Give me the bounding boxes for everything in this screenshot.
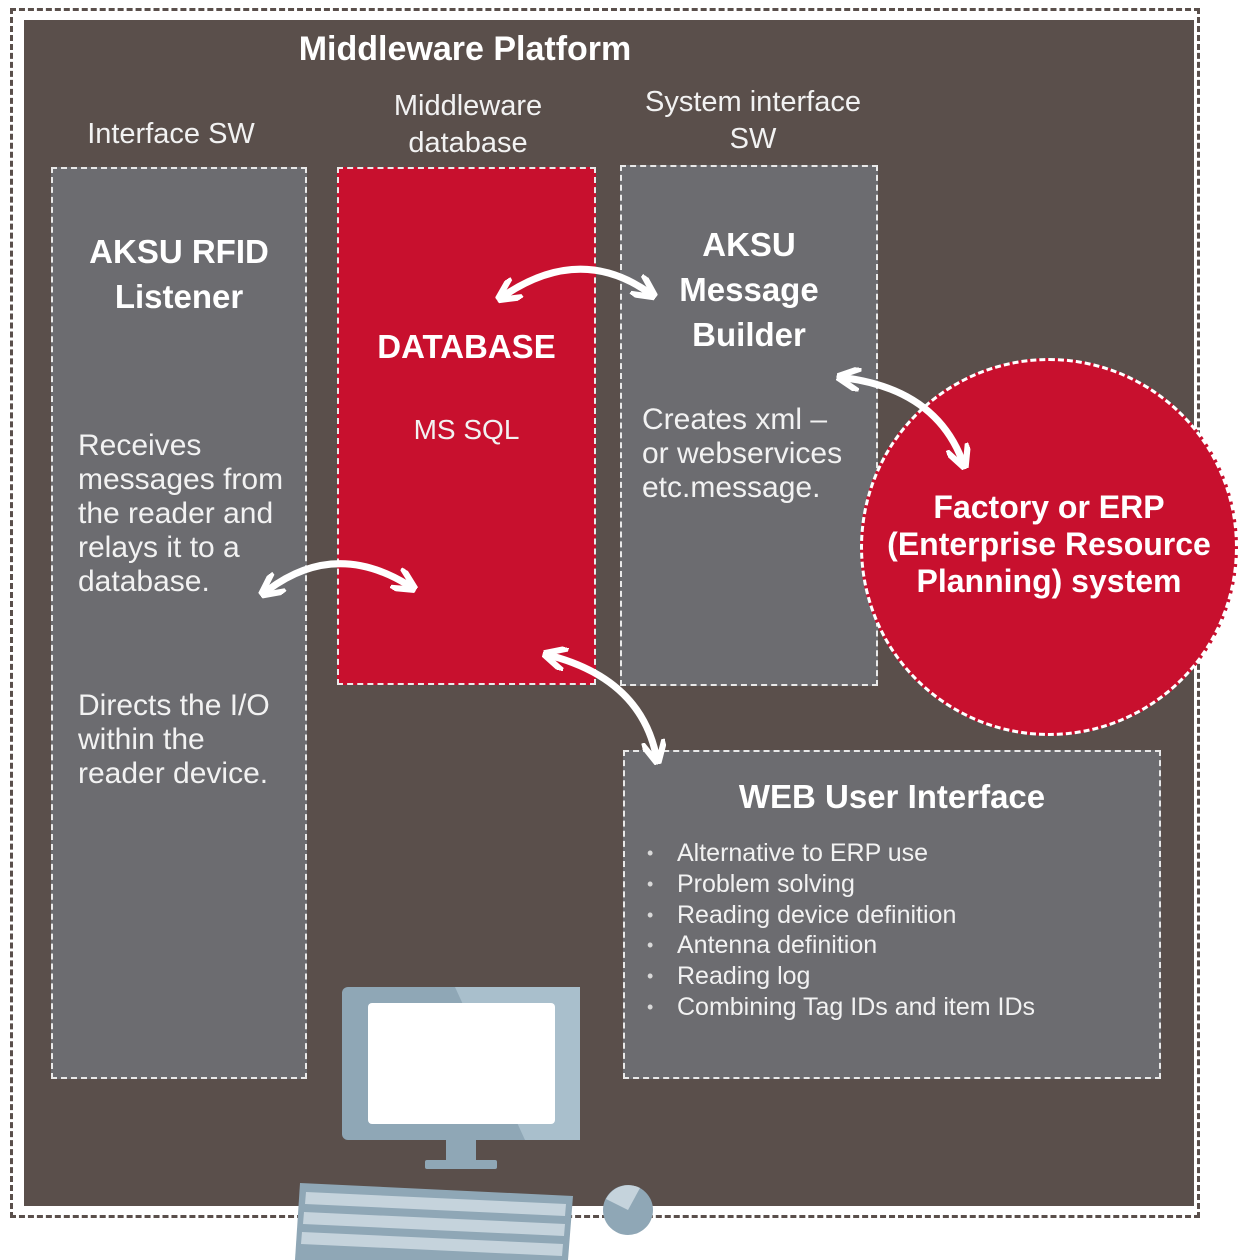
web-user-interface-box: WEB User Interface Alternative to ERP us…	[623, 750, 1161, 1079]
column-label-system-interface-sw: System interface SW	[645, 86, 861, 155]
listener-title: AKSU RFID Listener	[89, 233, 269, 315]
list-item: Reading device definition	[647, 900, 1035, 931]
list-item: Combining Tag IDs and item IDs	[647, 992, 1035, 1023]
erp-system-label: Factory or ERP (Enterprise Resource Plan…	[887, 489, 1211, 599]
mouse-icon	[603, 1185, 653, 1235]
arrow-listener-database	[268, 560, 408, 590]
list-item: Problem solving	[647, 869, 1035, 900]
message-builder-title: AKSU Message Builder	[679, 226, 819, 353]
web-ui-title: WEB User Interface	[738, 778, 1046, 815]
list-item: Antenna definition	[647, 930, 1035, 961]
keyboard-icon	[295, 1183, 573, 1260]
arrow-message-builder-erp	[846, 378, 962, 460]
column-label-middleware-database: Middleware database	[393, 90, 543, 159]
listener-description: Receives messages from the reader and re…	[78, 429, 284, 598]
aksu-rfid-listener-box: AKSU RFID Listener Receives messages fro…	[51, 167, 307, 1079]
arrow-database-web-ui	[552, 656, 656, 755]
list-item: Reading log	[647, 961, 1035, 992]
computer-monitor-icon	[342, 987, 580, 1169]
message-builder-description: Creates xml – or webservices etc.message…	[642, 403, 843, 504]
listener-io-description: Directs the I/O within the reader device…	[78, 689, 270, 790]
arrows	[268, 265, 962, 755]
platform-title: Middleware Platform	[298, 30, 632, 68]
arrow-database-message-builder	[505, 265, 648, 295]
database-title: DATABASE	[377, 328, 556, 365]
web-ui-feature-list: Alternative to ERP use Problem solving R…	[647, 838, 1035, 1023]
column-label-interface-sw: Interface SW	[87, 118, 255, 150]
database-subtitle: MS SQL	[413, 414, 520, 445]
list-item: Alternative to ERP use	[647, 838, 1035, 869]
